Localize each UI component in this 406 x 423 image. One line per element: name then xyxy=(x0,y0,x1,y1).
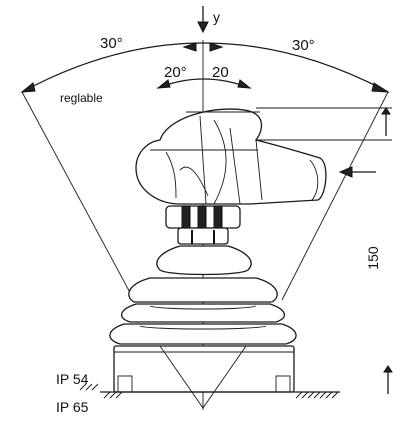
y-axis-arrow xyxy=(197,6,209,34)
side-pointer-arrow xyxy=(338,166,376,178)
protection-lower: IP 65 xyxy=(56,399,89,415)
outer-angle-arc xyxy=(20,42,390,93)
protection-upper: IP 54 xyxy=(56,371,89,387)
range-label: reglable xyxy=(60,91,103,105)
swing-sector xyxy=(21,91,389,301)
height-dimension-line xyxy=(383,365,393,394)
mounting-plate xyxy=(79,383,340,399)
inner-angle-arc xyxy=(156,78,252,89)
axis-label: y xyxy=(213,9,220,25)
shaft-nut xyxy=(165,205,241,245)
angle-left-inner: 20° xyxy=(164,64,187,81)
angle-right-outer: 30° xyxy=(292,37,315,54)
angle-left-outer: 30° xyxy=(100,35,123,52)
handle-grip xyxy=(135,108,327,205)
top-dimension xyxy=(256,107,392,141)
base-housing xyxy=(113,345,295,409)
angle-right-inner: 20 xyxy=(212,64,229,81)
height-dimension: 150 xyxy=(365,246,381,270)
bellows-boot xyxy=(109,245,297,345)
